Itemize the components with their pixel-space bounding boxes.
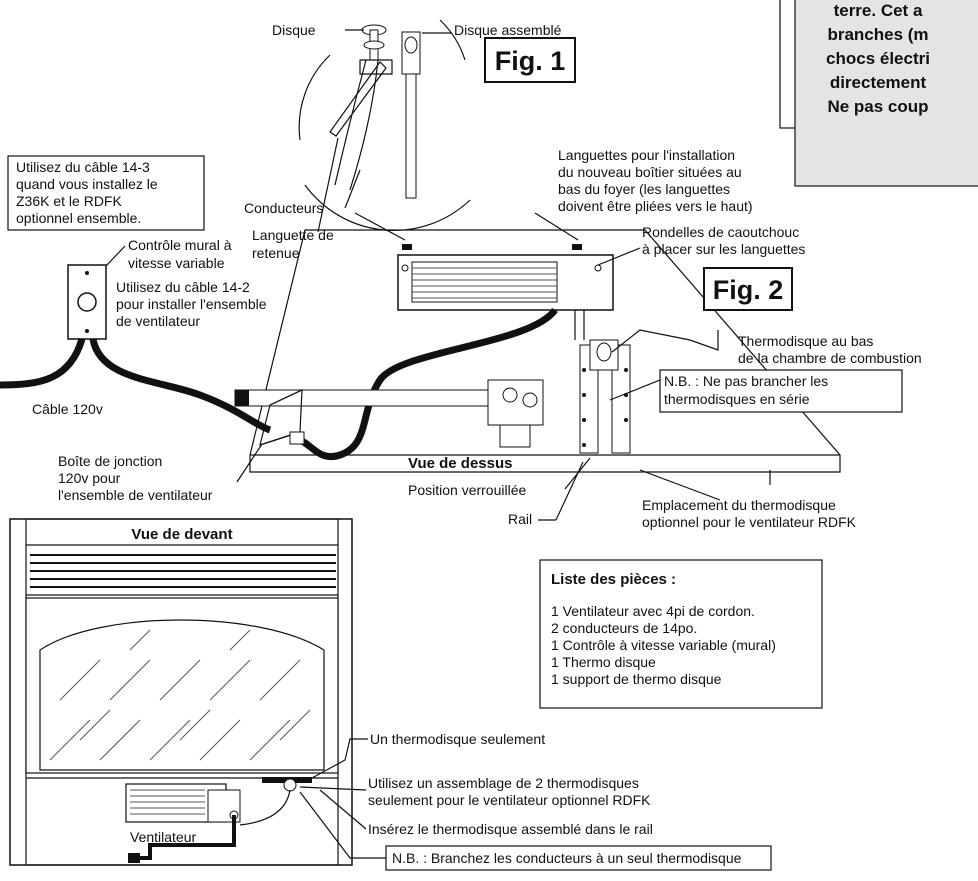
fig1-title: Fig. 1 bbox=[495, 46, 566, 76]
fig1-detail: Disque Disque assemblé Conducteurs Langu… bbox=[244, 19, 576, 261]
fig1-label-disque: Disque bbox=[272, 22, 316, 38]
label-cable-120v: Câble 120v bbox=[32, 401, 103, 417]
label-rail: Rail bbox=[508, 511, 532, 527]
label-position-verrouillee: Position verrouillée bbox=[408, 482, 526, 498]
label-languettes-4: doivent être pliées vers le haut) bbox=[558, 198, 753, 214]
label-thermodisque-bas-1: Thermodisque au bas bbox=[738, 333, 873, 349]
label-vue-dessus: Vue de dessus bbox=[408, 455, 513, 472]
label-emplacement-1: Emplacement du thermodisque bbox=[642, 497, 836, 513]
label-languettes-2: du nouveau boîtier situées au bbox=[558, 164, 742, 180]
label-ventilateur: Ventilateur bbox=[130, 829, 196, 845]
fig1-label-disque-assemble: Disque assemblé bbox=[454, 22, 562, 38]
parts-list: Liste des pièces : 1 Ventilateur avec 4p… bbox=[539, 559, 823, 709]
note-14-3-line-2: quand vous installez le bbox=[16, 176, 158, 192]
nb-serie-line-2: thermodisques en série bbox=[664, 391, 810, 407]
label-boite-3: l'ensemble de ventilateur bbox=[58, 487, 213, 503]
wall-control: Contrôle mural à vitesse variable Utilis… bbox=[0, 237, 272, 503]
label-assemblage-1: Utilisez un assemblage de 2 thermodisque… bbox=[368, 775, 639, 791]
label-boite-1: Boîte de jonction bbox=[58, 453, 162, 469]
label-cable-14-2-2: pour installer l'ensemble bbox=[116, 296, 267, 312]
warning-box: terre. Cet a branches (m chocs électri d… bbox=[779, 0, 978, 187]
label-rondelles-1: Rondelles de caoutchouc bbox=[642, 224, 799, 240]
fig1-label-languette-2: retenue bbox=[252, 245, 300, 261]
label-inserez: Insérez le thermodisque assemblé dans le… bbox=[368, 821, 653, 837]
label-languettes-3: bas du foyer (les languettes bbox=[558, 181, 730, 197]
note-14-3-line-4: optionnel ensemble. bbox=[16, 210, 141, 226]
warning-line-4: directement bbox=[830, 73, 927, 92]
fig2-top-view: Fig. 2 Languettes pour l'installation du… bbox=[234, 147, 922, 530]
fig1-label-languette-1: Languette de bbox=[252, 227, 334, 243]
label-languettes-1: Languettes pour l'installation bbox=[558, 147, 735, 163]
parts-item-1: 1 Ventilateur avec 4pi de cordon. bbox=[551, 603, 755, 619]
label-assemblage-2: seulement pour le ventilateur optionnel … bbox=[368, 792, 651, 808]
note-14-3-line-3: Z36K et le RDFK bbox=[16, 193, 122, 209]
warning-line-3: chocs électri bbox=[826, 49, 930, 68]
fig2-title: Fig. 2 bbox=[713, 275, 784, 305]
nb-serie-line-1: N.B. : Ne pas brancher les bbox=[664, 373, 828, 389]
front-view: Vue de devant bbox=[9, 518, 772, 871]
label-rondelles-2: à placer sur les languettes bbox=[642, 241, 805, 257]
label-cable-14-2-3: de ventilateur bbox=[116, 313, 200, 329]
label-vue-devant: Vue de devant bbox=[131, 526, 232, 543]
parts-title: Liste des pièces : bbox=[551, 571, 676, 588]
label-boite-2: 120v pour bbox=[58, 470, 121, 486]
nb-branchez: N.B. : Branchez les conducteurs à un seu… bbox=[392, 850, 742, 866]
warning-line-1: terre. Cet a bbox=[834, 1, 923, 20]
parts-item-4: 1 Thermo disque bbox=[551, 654, 656, 670]
parts-item-5: 1 support de thermo disque bbox=[551, 671, 722, 687]
warning-line-5: Ne pas coup bbox=[827, 97, 928, 116]
label-cable-14-2-1: Utilisez du câble 14-2 bbox=[116, 279, 250, 295]
label-emplacement-2: optionnel pour le ventilateur RDFK bbox=[642, 514, 857, 530]
note-cable-14-3: Utilisez du câble 14-3 quand vous instal… bbox=[7, 155, 205, 231]
parts-item-3: 1 Contrôle à vitesse variable (mural) bbox=[551, 637, 776, 653]
label-thermodisque-bas-2: de la chambre de combustion bbox=[738, 350, 922, 366]
fig1-label-conducteurs: Conducteurs bbox=[244, 200, 323, 216]
warning-line-2: branches (m bbox=[827, 25, 928, 44]
parts-item-2: 2 conducteurs de 14po. bbox=[551, 620, 697, 636]
label-un-thermodisque: Un thermodisque seulement bbox=[370, 731, 545, 747]
label-controle-2: vitesse variable bbox=[128, 255, 225, 271]
label-controle-1: Contrôle mural à bbox=[128, 237, 232, 253]
note-14-3-line-1: Utilisez du câble 14-3 bbox=[16, 159, 150, 175]
